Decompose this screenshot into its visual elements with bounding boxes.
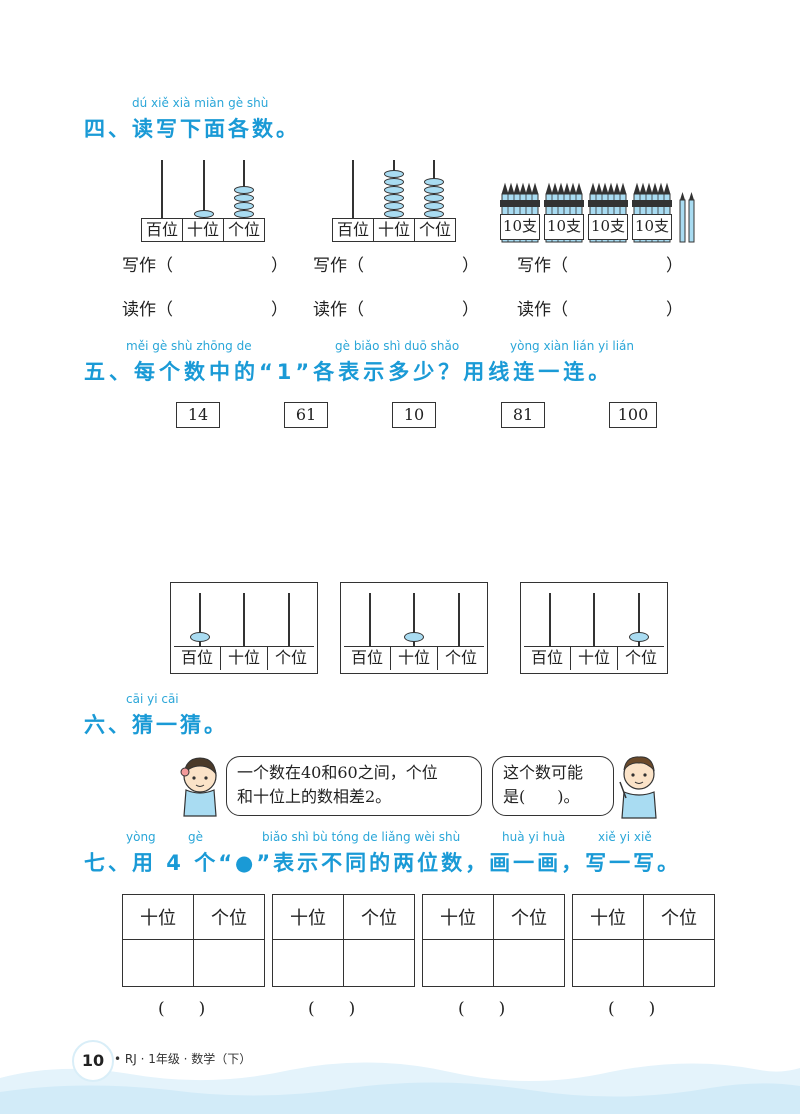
read-prompt-3: 读作（） — [517, 300, 683, 320]
tens-label: 十位 — [221, 647, 268, 670]
hundreds-label: 百位 — [333, 219, 374, 241]
read-prompt-2: 读作（） — [313, 300, 479, 320]
place-frame-hundreds[interactable]: 百位 十位 个位 — [170, 582, 318, 674]
answer-paren-2[interactable]: ( ) — [308, 999, 356, 1019]
speech-bubble-girl: 一个数在40和60之间，个位 和十位上的数相差2。 — [226, 756, 482, 816]
hundreds-label: 百位 — [174, 647, 221, 670]
tens-label: 十位 — [391, 647, 438, 670]
tens-label: 十位 — [183, 219, 224, 241]
section7-pinyin-3: biǎo shì bù tóng de liǎng wèi shù — [262, 830, 461, 844]
section5-pinyin-3: yòng xiàn lián yi lián — [510, 339, 635, 353]
section7-pinyin-5: xiě yi xiě — [598, 830, 652, 844]
tens-header: 十位 — [572, 894, 644, 940]
bundle-labels: 10支 10支 10支 10支 — [500, 214, 676, 240]
bundle-label: 10支 — [588, 214, 628, 240]
bundle-label: 10支 — [500, 214, 540, 240]
ones-label: 个位 — [624, 648, 657, 667]
ones-cell[interactable] — [343, 939, 415, 987]
tens-cell[interactable] — [122, 939, 194, 987]
ones-label: 个位 — [274, 648, 307, 667]
footer-wave-decoration — [0, 1062, 800, 1114]
hundreds-label: 百位 — [524, 647, 571, 670]
hundreds-label: 百位 — [344, 647, 391, 670]
hundreds-label: 百位 — [142, 219, 183, 241]
ones-cell[interactable] — [193, 939, 265, 987]
tens-label: 十位 — [374, 219, 415, 241]
section5-title: 五、每个数中的“1”各表示多少？用线连一连。 — [84, 360, 614, 384]
tens-header: 十位 — [122, 894, 194, 940]
place-table-1[interactable]: 十位个位 — [122, 894, 265, 987]
section7-title: 七、用 4 个“●”表示不同的两位数，画一画，写一写。 — [84, 851, 682, 875]
answer-paren-3[interactable]: ( ) — [458, 999, 506, 1019]
ones-header: 个位 — [193, 894, 265, 940]
number-box-14[interactable]: 14 — [176, 402, 220, 428]
answer-paren-4[interactable]: ( ) — [608, 999, 656, 1019]
ones-cell[interactable] — [493, 939, 565, 987]
ones-header: 个位 — [343, 894, 415, 940]
bubble-boy-line-1: 这个数可能 — [503, 763, 584, 782]
ones-header: 个位 — [493, 894, 565, 940]
number-box-61[interactable]: 61 — [284, 402, 328, 428]
bubble-girl-line-2: 和十位上的数相差2。 — [237, 787, 392, 806]
tens-label: 十位 — [571, 647, 618, 670]
answer-paren-1[interactable]: ( ) — [158, 999, 206, 1019]
read-prompt-1: 读作（） — [122, 300, 288, 320]
footer-book-info: • RJ · 1年级 · 数学（下） — [114, 1052, 252, 1066]
girl-illustration — [180, 757, 217, 817]
section7-pinyin-4: huà yi huà — [502, 830, 566, 844]
ones-label: 个位 — [227, 220, 260, 239]
section7-pinyin-2: gè — [188, 830, 203, 844]
section5-pinyin-1: měi gè shù zhōng de — [126, 339, 252, 353]
place-frame-ones[interactable]: 百位 十位 个位 — [520, 582, 668, 674]
bubble-girl-line-1: 一个数在40和60之间，个位 — [237, 763, 438, 782]
ones-cell[interactable] — [643, 939, 715, 987]
write-prompt-1: 写作（） — [122, 256, 288, 276]
tens-cell[interactable] — [272, 939, 344, 987]
ones-label: 个位 — [418, 220, 451, 239]
ones-label: 个位 — [444, 648, 477, 667]
place-table-2[interactable]: 十位个位 — [272, 894, 415, 987]
section7-pinyin-1: yòng — [126, 830, 156, 844]
boy-illustration — [619, 756, 657, 819]
number-box-100[interactable]: 100 — [609, 402, 657, 428]
write-prompt-2: 写作（） — [313, 256, 479, 276]
bubble-boy-line-2[interactable]: 是( )。 — [503, 787, 580, 806]
bundle-label: 10支 — [544, 214, 584, 240]
section6-title: 六、猜一猜。 — [84, 713, 228, 737]
bundle-label: 10支 — [632, 214, 672, 240]
section4-title: 四、读写下面各数。 — [84, 117, 300, 141]
number-box-81[interactable]: 81 — [501, 402, 545, 428]
speech-bubble-boy: 这个数可能 是( )。 — [492, 756, 614, 816]
place-frame-tens[interactable]: 百位 十位 个位 — [340, 582, 488, 674]
section6-pinyin: cāi yi cāi — [126, 692, 179, 706]
write-prompt-3: 写作（） — [517, 256, 683, 276]
tens-header: 十位 — [422, 894, 494, 940]
section5-pinyin-2: gè biǎo shì duō shǎo — [335, 339, 460, 353]
ones-header: 个位 — [643, 894, 715, 940]
place-table-3[interactable]: 十位个位 — [422, 894, 565, 987]
section4-pinyin: dú xiě xià miàn gè shù — [132, 96, 269, 110]
tens-cell[interactable] — [572, 939, 644, 987]
number-box-10[interactable]: 10 — [392, 402, 436, 428]
place-table-4[interactable]: 十位个位 — [572, 894, 715, 987]
page-number: 10 — [72, 1040, 114, 1082]
tens-header: 十位 — [272, 894, 344, 940]
tens-cell[interactable] — [422, 939, 494, 987]
